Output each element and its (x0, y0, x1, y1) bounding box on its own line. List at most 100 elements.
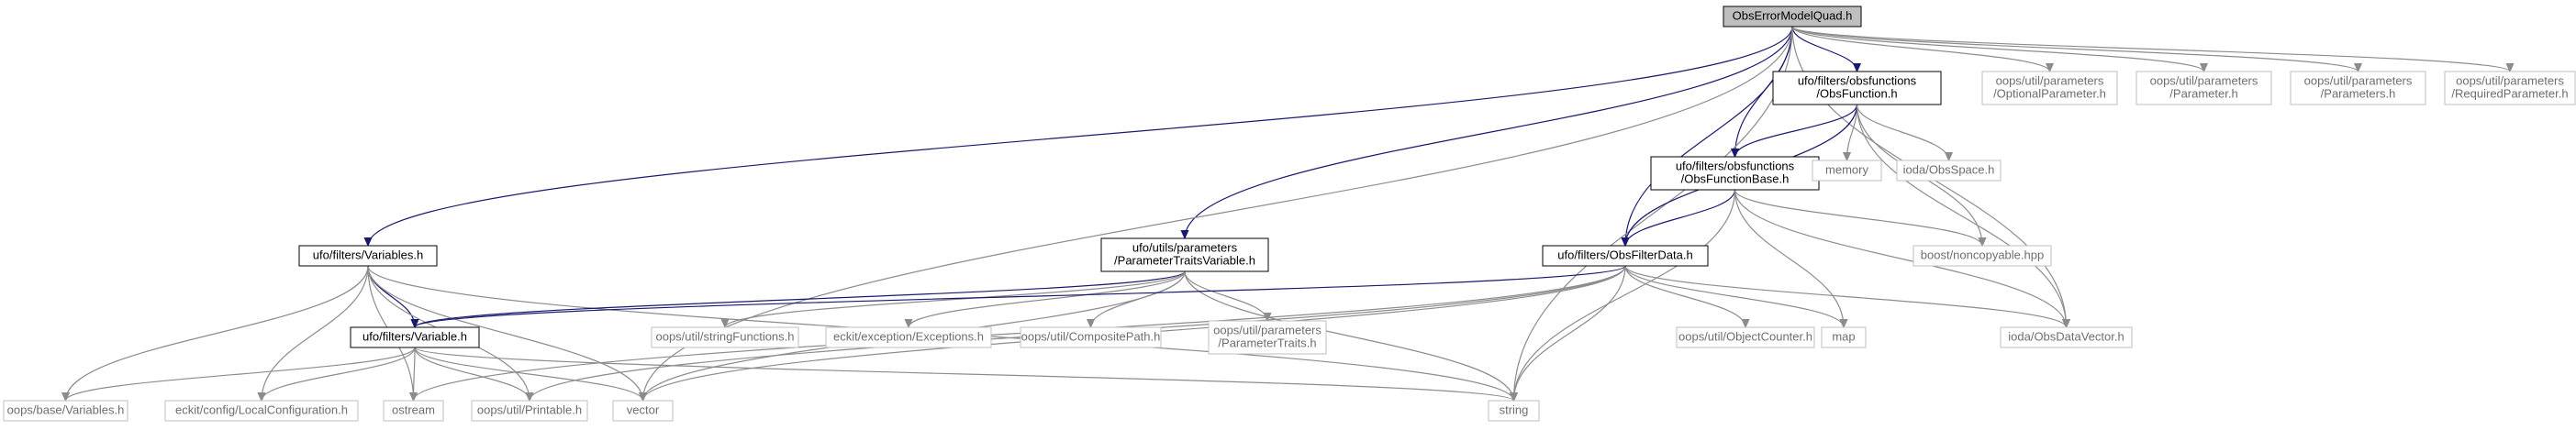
node-printable-box (471, 400, 588, 422)
node-composite_path-label-0: oops/util/CompositePath.h (1021, 329, 1161, 343)
edge-obsfilterdata-to-obsdatavector (1624, 265, 2067, 327)
edge-variable-to-local_configuration (262, 347, 416, 401)
node-map-label-0: map (1832, 329, 1855, 343)
node-obsfunctionbase[interactable]: ufo/filters/obsfunctions/ObsFunctionBase… (1650, 156, 1820, 191)
node-obsfunction-label-0: ufo/filters/obsfunctions (1798, 73, 1917, 87)
node-obsspace-box (1896, 160, 2002, 182)
edge-obsfunctionbase-to-obsdatavector (1734, 189, 2067, 327)
node-map-box (1821, 326, 1867, 348)
node-param_traits_variable[interactable]: ufo/utils/parameters/ParameterTraitsVari… (1100, 237, 1269, 272)
node-parameter-label-1: /Parameter.h (2169, 86, 2237, 100)
node-local_configuration-box (164, 400, 359, 422)
edge-root-to-variables (368, 26, 1793, 246)
edge-obsfilterdata-to-string (1514, 265, 1626, 401)
node-required_parameter-label-0: oops/util/parameters (2456, 73, 2564, 87)
node-noncopyable-label-0: boost/noncopyable.hpp (1921, 248, 2044, 261)
edge-obsfunction-to-obsfunctionbase (1735, 104, 1858, 157)
edge-obsfunctionbase-to-obsfilterdata (1625, 189, 1736, 246)
node-root-box[interactable] (1723, 6, 1862, 28)
node-parameters-box (2290, 71, 2426, 105)
node-obsdatavector-label-0: ioda/ObsDataVector.h (2008, 329, 2124, 343)
node-param_traits_variable-label-1: /ParameterTraitsVariable.h (1114, 253, 1255, 267)
node-param_traits_variable-box[interactable] (1100, 237, 1269, 272)
node-variable-box[interactable] (350, 326, 480, 348)
node-optional_parameter-label-1: /OptionalParameter.h (1993, 86, 2106, 100)
edge-variable-to-oops_variables (66, 347, 416, 401)
edge-variable-to-printable (414, 347, 530, 401)
node-obsfunctionbase-label-1: /ObsFunctionBase.h (1681, 171, 1790, 185)
edge-root-to-optional_parameter (1791, 26, 2050, 72)
edge-variables-to-local_configuration (262, 265, 369, 401)
node-printable: oops/util/Printable.h (471, 400, 588, 422)
edge-obsfunctionbase-to-noncopyable (1734, 189, 1983, 246)
node-ostream-label-0: ostream (392, 402, 435, 416)
node-parameters-label-0: oops/util/parameters (2304, 73, 2413, 87)
node-string-label-0: string (1500, 402, 1529, 416)
edge-root-to-parameters (1791, 26, 2359, 72)
node-parameter-box (2136, 71, 2272, 105)
node-obsfunctionbase-box[interactable] (1650, 156, 1820, 191)
node-composite_path: oops/util/CompositePath.h (1020, 326, 1162, 348)
node-ostream-box (383, 400, 444, 422)
node-memory-label-0: memory (1825, 162, 1868, 176)
node-optional_parameter: oops/util/parameters/OptionalParameter.h (1981, 71, 2118, 105)
node-variables[interactable]: ufo/filters/Variables.h (298, 245, 438, 267)
node-optional_parameter-label-0: oops/util/parameters (1996, 73, 2104, 87)
edge-obsfilterdata-to-object_counter (1624, 265, 1745, 327)
edge-obsfunctionbase-to-string (1514, 189, 1736, 401)
node-optional_parameter-box (1981, 71, 2118, 105)
edge-obsfilterdata-to-ostream (414, 265, 1626, 401)
node-string_functions-label-0: oops/util/stringFunctions.h (655, 329, 794, 343)
node-object_counter: oops/util/ObjectCounter.h (1676, 326, 1815, 348)
node-oops_variables: oops/base/Variables.h (3, 400, 128, 422)
edge-root-to-obsfunction (1791, 26, 1857, 72)
edge-variable-to-vector (414, 347, 643, 401)
node-object_counter-label-0: oops/util/ObjectCounter.h (1678, 329, 1812, 343)
edge-param_traits_variable-to-parameter_traits (1184, 270, 1267, 321)
node-noncopyable-box (1912, 245, 2052, 267)
edge-obsfunction-to-obsspace (1856, 104, 1949, 160)
node-variables-box[interactable] (298, 245, 438, 267)
node-obsfunction[interactable]: ufo/filters/obsfunctions/ObsFunction.h (1772, 71, 1942, 105)
edge-root-to-required_parameter (1791, 26, 2510, 72)
node-oops_variables-box (3, 400, 128, 422)
edge-variables-to-vector (367, 265, 643, 401)
node-obsfilterdata[interactable]: ufo/filters/ObsFilterData.h (1542, 245, 1709, 267)
edge-param_traits_variable-to-exceptions (909, 270, 1186, 327)
node-obsspace-label-0: ioda/ObsSpace.h (1903, 162, 1995, 176)
edge-root-to-obsfilterdata (1625, 26, 1793, 246)
nodes-layer: ObsErrorModelQuad.h ufo/filters/obsfuncti… (3, 6, 2576, 422)
node-exceptions-label-0: eckit/exception/Exceptions.h (833, 329, 984, 343)
node-local_configuration: eckit/config/LocalConfiguration.h (164, 400, 359, 422)
node-variables-label-0: ufo/filters/Variables.h (313, 248, 423, 261)
node-required_parameter: oops/util/parameters/RequiredParameter.h (2444, 71, 2576, 105)
edge-obsfilterdata-to-variable (415, 265, 1626, 327)
edge-obsfilterdata-to-map (1624, 265, 1844, 327)
node-parameter_traits: oops/util/parameters/ParameterTraits.h (1208, 320, 1327, 355)
node-root-label-0: ObsErrorModelQuad.h (1733, 8, 1853, 22)
node-string: string (1488, 400, 1540, 422)
edge-variable-to-string (414, 347, 1514, 401)
edge-obsfunctionbase-to-map (1734, 189, 1845, 327)
node-required_parameter-box (2444, 71, 2576, 105)
edge-variables-to-variable (367, 265, 415, 327)
node-composite_path-box (1020, 326, 1162, 348)
node-string_functions-box (651, 326, 799, 348)
node-parameter_traits-label-0: oops/util/parameters (1213, 323, 1321, 336)
node-obsfilterdata-box[interactable] (1542, 245, 1709, 267)
node-obsspace: ioda/ObsSpace.h (1896, 160, 2002, 182)
node-obsdatavector-box (2000, 326, 2133, 348)
node-parameter_traits-label-1: /ParameterTraits.h (1218, 336, 1316, 349)
edge-param_traits_variable-to-string (1184, 270, 1514, 401)
edge-root-to-parameter (1791, 26, 2204, 72)
node-variable[interactable]: ufo/filters/Variable.h (350, 326, 480, 348)
node-variable-label-0: ufo/filters/Variable.h (362, 329, 467, 343)
node-obsdatavector: ioda/ObsDataVector.h (2000, 326, 2133, 348)
node-required_parameter-label-1: /RequiredParameter.h (2451, 86, 2568, 100)
node-parameters: oops/util/parameters/Parameters.h (2290, 71, 2426, 105)
edge-obsfunction-to-obsdatavector (1856, 104, 2067, 327)
node-obsfunction-box[interactable] (1772, 71, 1942, 105)
node-root[interactable]: ObsErrorModelQuad.h (1723, 6, 1862, 28)
node-oops_variables-label-0: oops/base/Variables.h (7, 402, 125, 416)
edge-root-to-param_traits_variable (1185, 26, 1793, 238)
